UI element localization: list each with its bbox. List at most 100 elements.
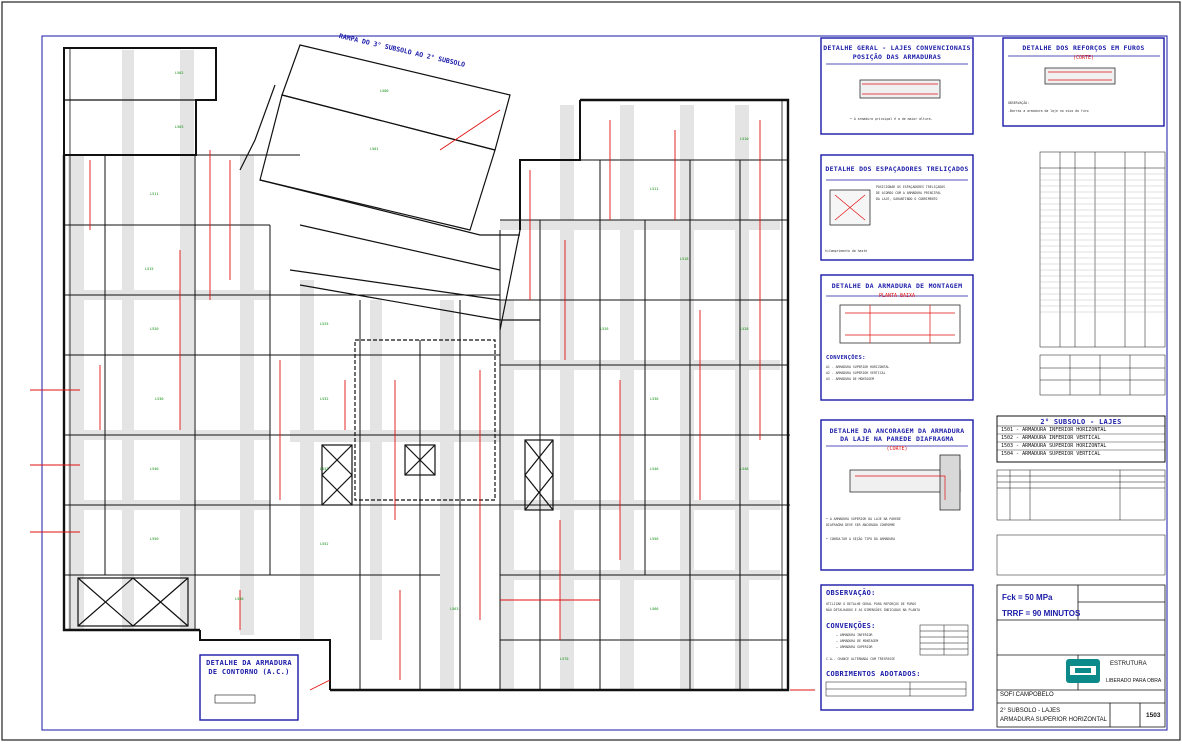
detail-anchorage-subtitle: (CORTE)	[886, 446, 908, 452]
legend-code: 1503	[1001, 443, 1014, 449]
svg-text:L552: L552	[320, 542, 328, 546]
svg-text:— ARMADURA DE MONTAGEM: — ARMADURA DE MONTAGEM	[836, 639, 878, 643]
detail-general-title-2: POSIÇÃO DAS ARMADURAS	[852, 53, 942, 61]
svg-text:UTILIZAR O DETALHE GERAL PARA: UTILIZAR O DETALHE GERAL PARA REFORÇOS D…	[826, 602, 916, 606]
detail-assembly-subtitle: PLANTA BAIXA	[878, 293, 916, 299]
trrf-value: TRRF = 90 MINUTOS	[1002, 609, 1081, 618]
sheet-number: 1503	[1146, 712, 1161, 719]
svg-text:— ARMADURA INFERIOR: — ARMADURA INFERIOR	[836, 633, 873, 637]
svg-text:L560: L560	[235, 597, 243, 601]
legend-desc: ARMADURA SUPERIOR HORIZONTAL	[1022, 443, 1107, 449]
revision-block	[996, 469, 1166, 576]
svg-text:A2 - ARMADURA SUPERIOR VERTICA: A2 - ARMADURA SUPERIOR VERTICAL	[826, 371, 886, 375]
detail-spacers-title: DETALHE DOS ESPAÇADORES TRELIÇADOS	[825, 165, 969, 173]
schedule-rows	[1040, 173, 1165, 313]
notes-box	[820, 584, 974, 711]
detail-holes-subtitle: (CORTE)	[1072, 55, 1095, 61]
svg-text:L511: L511	[650, 187, 658, 191]
detail-assembly-box	[820, 274, 974, 401]
svg-text:• CONSULTAR A SEÇÃO TIPO DA AR: • CONSULTAR A SEÇÃO TIPO DA ARMADURA	[826, 536, 895, 541]
detail-general-box	[820, 37, 974, 135]
svg-text:L520: L520	[150, 327, 158, 331]
svg-text:L566: L566	[650, 607, 658, 611]
legend-code: 1502	[1001, 435, 1014, 441]
svg-text:L536: L536	[650, 397, 658, 401]
legend-row-3: 1503 - ARMADURA SUPERIOR HORIZONTAL	[1001, 443, 1107, 449]
svg-text:L556: L556	[650, 537, 658, 541]
inner-border	[41, 35, 1168, 731]
svg-text:L548: L548	[740, 467, 748, 471]
fck-value: Fck = 50 MPa	[1002, 593, 1053, 602]
svg-text:L550: L550	[150, 537, 158, 541]
svg-text:POSICIONAR OS ESPAÇADORES TREL: POSICIONAR OS ESPAÇADORES TRELIÇADOS	[876, 185, 945, 189]
svg-text:L500: L500	[380, 89, 388, 93]
svg-text:DIAFRAGMA DEVE SER ANCORADA CO: DIAFRAGMA DEVE SER ANCORADA CONFORME	[826, 523, 895, 527]
contour-detail-title-1: DETALHE DA ARMADURA	[206, 659, 292, 667]
svg-text:h=Comprimento da haste: h=Comprimento da haste	[825, 249, 867, 253]
svg-text:L518: L518	[680, 257, 688, 261]
svg-text:DA LAJE, GARANTINDO O COBRIMEN: DA LAJE, GARANTINDO O COBRIMENTO	[876, 197, 937, 201]
detail-assembly-conventions: CONVENÇÕES:	[826, 355, 866, 361]
notes-covers-label: COBRIMENTOS ADOTADOS:	[826, 670, 921, 678]
svg-text:L570: L570	[560, 657, 568, 661]
detail-holes-title: DETALHE DOS REFORÇOS EM FUROS	[1022, 44, 1145, 52]
svg-text:L515: L515	[145, 267, 153, 271]
svg-text:-Barras a armadura da laje no: -Barras a armadura da laje no eixo do fu…	[1008, 109, 1089, 113]
svg-text:• A armadura principal é a de: • A armadura principal é a de maior altu…	[850, 117, 933, 121]
status-label: LIBERADO PARA OBRA	[1106, 678, 1162, 684]
floor-plan	[30, 44, 815, 692]
discipline-label: ESTRUTURA	[1110, 661, 1147, 667]
detail-anchorage-box	[820, 419, 974, 571]
title-block	[996, 584, 1166, 728]
legend-row-4: 1504 - ARMADURA SUPERIOR VERTICAL	[1001, 451, 1101, 457]
detail-general-title-1: DETALHE GERAL - LAJES CONVENCIONAIS	[823, 44, 971, 52]
sheet-title-1: 2° SUBSOLO - LAJES	[1000, 708, 1061, 714]
svg-text:L542: L542	[320, 467, 328, 471]
svg-text:L510: L510	[740, 137, 748, 141]
svg-text:• A ARMADURA SUPERIOR DA LAJE: • A ARMADURA SUPERIOR DA LAJE NA PAREDE	[826, 517, 901, 521]
legend-desc: ARMADURA INFERIOR HORIZONTAL	[1022, 427, 1107, 433]
svg-text:NÃO DETALHADOS E AS DIMENSÕES: NÃO DETALHADOS E AS DIMENSÕES INDICADAS …	[826, 607, 920, 612]
legend-row-1: 1501 - ARMADURA INFERIOR HORIZONTAL	[1001, 427, 1107, 433]
detail-holes-box	[1002, 37, 1165, 127]
legend-code: 1501	[1001, 427, 1014, 433]
contour-detail-title-2: DE CONTORNO (A.C.)	[208, 668, 290, 676]
svg-text:L502: L502	[175, 71, 183, 75]
svg-text:— ARMADURA SUPERIOR: — ARMADURA SUPERIOR	[836, 645, 873, 649]
svg-text:DE ACORDO COM A ARMADURA PRINC: DE ACORDO COM A ARMADURA PRINCIPAL	[876, 191, 941, 195]
legend-row-2: 1502 - ARMADURA INFERIOR VERTICAL	[1001, 435, 1101, 441]
svg-text:OBSERVAÇÃO:: OBSERVAÇÃO:	[1008, 100, 1029, 105]
rebar-schedule	[1039, 151, 1166, 396]
company-logo	[1066, 659, 1100, 683]
sheet-title-2: ARMADURA SUPERIOR HORIZONTAL	[1000, 717, 1107, 723]
legend-box	[996, 415, 1166, 463]
svg-text:L501: L501	[370, 147, 378, 151]
svg-text:L540: L540	[150, 467, 158, 471]
detail-anchorage-title-1: DETALHE DA ANCORAGEM DA ARMADURA	[829, 427, 965, 435]
notes-conventions-label: CONVENÇÕES:	[826, 622, 876, 630]
client-label: SOFI CAMPOBELO	[1000, 692, 1054, 698]
svg-text:L525: L525	[320, 322, 328, 326]
legend-code: 1504	[1001, 451, 1014, 457]
svg-text:L563: L563	[450, 607, 458, 611]
legend-title: 2° SUBSOLO - LAJES	[1040, 418, 1122, 426]
detail-assembly-title: DETALHE DA ARMADURA DE MONTAGEM	[831, 282, 963, 290]
svg-text:L532: L532	[320, 397, 328, 401]
detail-anchorage-title-2: DA LAJE NA PAREDE DIAFRAGMA	[840, 435, 954, 443]
detail-spacers-box	[820, 154, 974, 261]
svg-text:A1 - ARMADURA SUPERIOR HORIZON: A1 - ARMADURA SUPERIOR HORIZONTAL	[826, 365, 889, 369]
svg-text:L503: L503	[175, 125, 183, 129]
svg-text:C.A.- CHANCE ALTERNADA COM TRE: C.A.- CHANCE ALTERNADA COM TRESPASSE	[826, 657, 895, 661]
svg-text:L526: L526	[600, 327, 608, 331]
svg-text:L511: L511	[150, 192, 158, 196]
notes-observation-label: OBSERVAÇÃO:	[826, 589, 876, 597]
legend-desc: ARMADURA SUPERIOR VERTICAL	[1022, 451, 1101, 457]
legend-desc: ARMADURA INFERIOR VERTICAL	[1022, 435, 1101, 441]
svg-text:A3 - ARMADURA DE MONTAGEM: A3 - ARMADURA DE MONTAGEM	[826, 377, 874, 381]
svg-text:L530: L530	[155, 397, 163, 401]
contour-detail-box	[199, 654, 299, 721]
